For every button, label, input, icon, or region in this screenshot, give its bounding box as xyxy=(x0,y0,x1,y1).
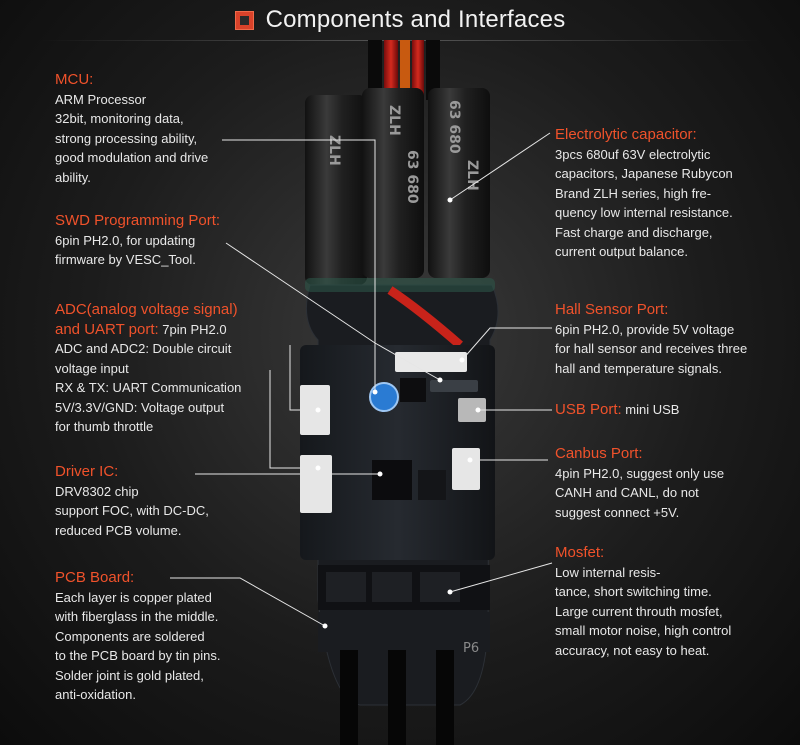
mcu-description: ARM Processor 32bit, monitoring data, st… xyxy=(55,91,209,185)
driver-ic-description: DRV8302 chip support FOC, with DC-DC, re… xyxy=(55,483,209,538)
driver-ic-callout: Driver IC: DRV8302 chip support FOC, wit… xyxy=(55,462,275,540)
electrolytic-capacitor-callout: Electrolytic capacitor: 3pcs 680uf 63V e… xyxy=(555,125,790,262)
page-header: Components and Interfaces xyxy=(0,0,800,40)
mosfet-title: Mosfet: xyxy=(555,544,605,561)
adc-uart-connector xyxy=(300,385,330,435)
mosfet-description: Low internal resis- tance, short switchi… xyxy=(555,564,732,658)
uart-connector xyxy=(300,455,332,513)
swd-connector xyxy=(430,380,478,392)
electrolytic-capacitors: ZLH ZLH 63 680 63 680 ZLH xyxy=(305,88,490,285)
hall-sensor-callout: Hall Sensor Port: 6pin PH2.0, provide 5V… xyxy=(555,300,795,378)
inductor xyxy=(418,470,446,500)
driver-ic-title: Driver IC: xyxy=(55,463,119,480)
usb-description: mini USB xyxy=(621,402,680,417)
usb-port-callout: USB Port: mini USB xyxy=(555,400,785,420)
adc-pin-info: 7pin PH2.0 xyxy=(158,321,227,337)
capacitor-base-board xyxy=(305,278,495,292)
capacitor-marking: 63 680 xyxy=(446,100,462,154)
swd-title: SWD Programming Port: xyxy=(55,212,221,229)
canbus-title: Canbus Port: xyxy=(555,445,643,462)
hall-title: Hall Sensor Port: xyxy=(555,301,669,318)
mosfet-callout: Mosfet: Low internal resis- tance, short… xyxy=(555,543,790,660)
motor-wires xyxy=(340,650,454,745)
usb-title: USB Port: xyxy=(555,401,622,418)
square-bullet-icon xyxy=(234,10,254,30)
swd-callout: SWD Programming Port: 6pin PH2.0, for up… xyxy=(55,211,275,270)
adc-title-line2: and UART port: xyxy=(55,320,159,338)
adc-title-line1: ADC(analog voltage signal) xyxy=(55,301,238,318)
hall-description: 6pin PH2.0, provide 5V voltage for hall … xyxy=(555,321,748,376)
pcb-board xyxy=(300,345,495,560)
canbus-connector xyxy=(452,448,480,490)
canbus-description: 4pin PH2.0, suggest only use CANH and CA… xyxy=(555,465,725,520)
usb-port xyxy=(458,398,486,422)
pcb-description: Each layer is copper plated with fibergl… xyxy=(55,589,221,703)
capacitor-marking: ZLH xyxy=(464,160,480,191)
mcu-chip xyxy=(400,378,426,402)
hall-sensor-connector xyxy=(395,352,467,372)
blue-potentiometer xyxy=(369,382,399,412)
board-marking: P6 xyxy=(463,641,479,656)
mcu-title: MCU: xyxy=(55,71,94,88)
pcb-title: PCB Board: xyxy=(55,569,135,586)
page-title: Components and Interfaces xyxy=(265,6,566,33)
electrolytic-description: 3pcs 680uf 63V electrolytic capacitors, … xyxy=(555,146,733,260)
capacitor-marking: 63 680 xyxy=(404,150,420,204)
capacitor-marking: ZLH xyxy=(386,105,402,136)
canbus-callout: Canbus Port: 4pin PH2.0, suggest only us… xyxy=(555,444,785,522)
electrolytic-title: Electrolytic capacitor: xyxy=(555,126,697,143)
mosfet-chips xyxy=(326,572,460,602)
mcu-callout: MCU: ARM Processor 32bit, monitoring dat… xyxy=(55,70,255,187)
power-wires xyxy=(368,40,440,100)
adc-description: ADC and ADC2: Double circuit voltage inp… xyxy=(55,341,242,434)
capacitor-marking: ZLH xyxy=(326,135,342,166)
motor-pads xyxy=(318,612,490,652)
swd-description: 6pin PH2.0, for updating firmware by VES… xyxy=(55,232,196,268)
pcb-callout: PCB Board: Each layer is copper plated w… xyxy=(55,568,285,705)
adc-uart-callout: ADC(analog voltage signal) and UART port… xyxy=(55,300,285,437)
driver-ic-chip xyxy=(372,460,412,500)
